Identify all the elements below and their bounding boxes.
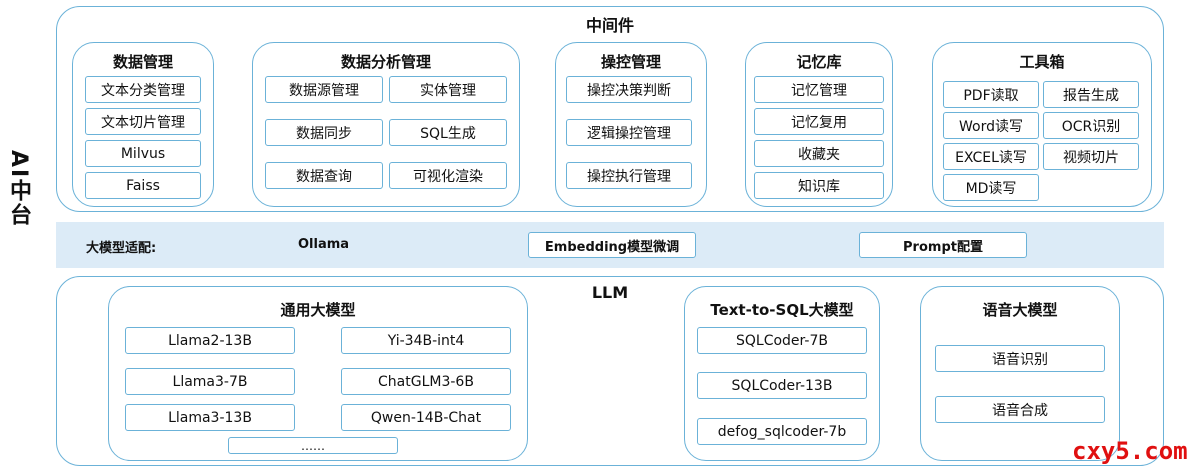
box-memory-reuse: 记忆复用 [754, 108, 884, 135]
box-report-gen: 报告生成 [1043, 81, 1139, 108]
box-llama2-13b: Llama2-13B [125, 327, 295, 354]
box-word-rw: Word读写 [943, 112, 1039, 139]
group-toolbox-title: 工具箱 [1019, 53, 1065, 71]
llm-title: LLM [591, 283, 629, 302]
box-ocr: OCR识别 [1043, 112, 1139, 139]
box-llama3-13b: Llama3-13B [125, 404, 295, 431]
box-yi-34b-int4: Yi-34B-int4 [341, 327, 511, 354]
box-knowledge-base: 知识库 [754, 172, 884, 199]
group-memory-title: 记忆库 [796, 53, 842, 71]
group-data-management-title: 数据管理 [112, 53, 173, 71]
box-faiss: Faiss [85, 172, 201, 199]
group-text2sql-title: Text-to-SQL大模型 [710, 301, 854, 319]
box-control-execution: 操控执行管理 [566, 162, 692, 189]
group-control-mgmt-title: 操控管理 [600, 53, 661, 71]
box-sql-generation: SQL生成 [389, 119, 507, 146]
box-favorites: 收藏夹 [754, 140, 884, 167]
box-embedding-finetune: Embedding模型微调 [528, 232, 696, 258]
box-speech-synthesis: 语音合成 [935, 396, 1105, 423]
box-qwen-14b-chat: Qwen-14B-Chat [341, 404, 511, 431]
box-defog-sqlcoder-7b: defog_sqlcoder-7b [697, 418, 867, 445]
box-video-slicing: 视频切片 [1043, 143, 1139, 170]
box-llama3-7b: Llama3-7B [125, 368, 295, 395]
box-md-rw: MD读写 [943, 174, 1039, 201]
watermark-logo: cxy5.com [1072, 437, 1188, 465]
box-sqlcoder-13b: SQLCoder-13B [697, 372, 867, 399]
adapter-ollama: Ollama [298, 237, 350, 252]
box-entity-mgmt: 实体管理 [389, 76, 507, 103]
group-speech-models [920, 286, 1120, 461]
middleware-title: 中间件 [585, 16, 634, 35]
group-data-analysis-title: 数据分析管理 [340, 53, 431, 71]
box-pdf-read: PDF读取 [943, 81, 1039, 108]
adapter-label: 大模型适配: [86, 241, 157, 256]
box-prompt-config: Prompt配置 [859, 232, 1027, 258]
box-logic-control: 逻辑操控管理 [566, 119, 692, 146]
box-control-decision: 操控决策判断 [566, 76, 692, 103]
box-memory-mgmt: 记忆管理 [754, 76, 884, 103]
box-text-slicing: 文本切片管理 [85, 108, 201, 135]
box-chatglm3-6b: ChatGLM3-6B [341, 368, 511, 395]
box-data-query: 数据查询 [265, 162, 383, 189]
box-visual-rendering: 可视化渲染 [389, 162, 507, 189]
side-label-ai-platform: AI中台 [6, 150, 31, 228]
box-sqlcoder-7b: SQLCoder-7B [697, 327, 867, 354]
box-data-sync: 数据同步 [265, 119, 383, 146]
box-milvus: Milvus [85, 140, 201, 167]
box-excel-rw: EXCEL读写 [943, 143, 1039, 170]
box-text-classification: 文本分类管理 [85, 76, 201, 103]
box-speech-recognition: 语音识别 [935, 345, 1105, 372]
group-general-models-title: 通用大模型 [280, 301, 356, 319]
group-speech-title: 语音大模型 [982, 301, 1058, 319]
box-datasource-mgmt: 数据源管理 [265, 76, 383, 103]
box-more-models: …… [228, 437, 398, 454]
